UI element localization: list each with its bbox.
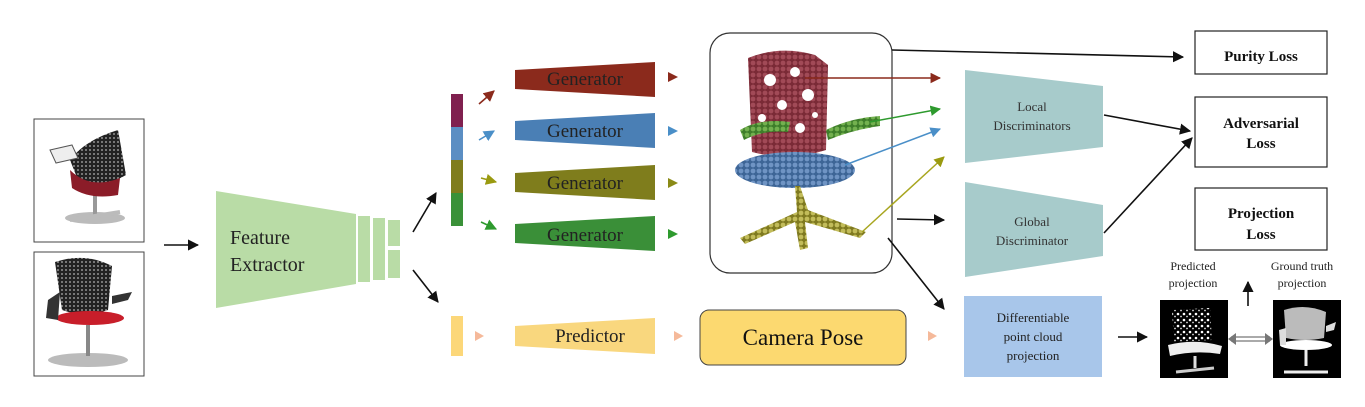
generator-4: Generator (515, 216, 655, 251)
camera-pose-label: Camera Pose (743, 325, 864, 350)
arrow-latent-to-generator-3 (480, 173, 498, 185)
gt-caption-line2: projection (1278, 276, 1327, 290)
feature-extractor-line2: Extractor (230, 254, 305, 276)
projection-module: Differentiable point cloud projection (964, 296, 1102, 377)
adversarial-loss-line1: Adversarial (1223, 116, 1299, 132)
arrow-to-pose-code (412, 269, 439, 303)
predicted-caption-line2: projection (1169, 276, 1218, 290)
feature-extractor-line1: Feature (230, 227, 290, 249)
purity-loss-label: Purity Loss (1224, 49, 1298, 65)
chair-part-3-arrow (844, 127, 941, 166)
generator-3-output-arrow (668, 178, 678, 188)
predictor: Predictor (515, 318, 655, 354)
arrow-to-purity-loss (891, 49, 1185, 63)
predictor-label: Predictor (555, 326, 625, 347)
arrow-to-global-discriminator (896, 214, 946, 226)
local-disc-line1: Local (1017, 99, 1047, 114)
purity-loss-box: Purity Loss (1194, 30, 1328, 75)
projection-loss-box: Projection Loss (1194, 187, 1328, 251)
camera-pose-box: Camera Pose (699, 309, 907, 366)
input-image-top (33, 118, 145, 243)
arrow-pose-to-predictor (475, 331, 484, 341)
global-discriminator: Global Discriminator (965, 182, 1103, 277)
feature-extractor: Feature Extractor (216, 191, 400, 308)
arrow-local-to-adversarial (1103, 114, 1192, 135)
arrow-latent-to-generator-1 (478, 90, 495, 105)
input-image-bottom (33, 251, 145, 377)
generator-1-label: Generator (547, 69, 624, 90)
generator-2-output-arrow (668, 126, 678, 136)
chair-part-2-arrow (869, 105, 942, 123)
adversarial-loss-box: Adversarial Loss (1194, 96, 1328, 168)
global-disc-line2: Discriminator (996, 233, 1069, 248)
arrow-predictor-to-pose (674, 331, 683, 341)
generator-3: Generator (515, 165, 655, 200)
arrow-to-projection (887, 237, 945, 310)
gt-caption-line1: Ground truth (1271, 259, 1333, 273)
chair-part-4-arrow (861, 156, 945, 233)
generator-4-label: Generator (547, 225, 624, 246)
compare-double-arrow (1228, 333, 1273, 345)
point-cloud-chair (709, 32, 893, 274)
arrow-pose-to-projection (928, 331, 937, 341)
generator-1: Generator (515, 62, 655, 97)
projection-loss-line1: Projection (1228, 206, 1295, 222)
predicted-projection-image (1160, 300, 1228, 378)
predicted-caption-line1: Predicted (1170, 259, 1215, 273)
local-discriminators: Local Discriminators (965, 70, 1103, 163)
latent-code-bars (451, 94, 463, 226)
generator-2: Generator (515, 113, 655, 148)
adversarial-loss-line2: Loss (1246, 136, 1275, 152)
pose-code-bar (451, 316, 463, 356)
global-disc-line1: Global (1014, 214, 1050, 229)
local-disc-line2: Discriminators (993, 118, 1070, 133)
ground-truth-projection-image (1273, 300, 1341, 378)
generator-2-label: Generator (547, 121, 624, 142)
projection-loss-line2: Loss (1246, 227, 1275, 243)
projection-line3: projection (1007, 348, 1060, 363)
projection-line1: Differentiable (997, 310, 1070, 325)
projection-line2: point cloud (1004, 329, 1063, 344)
generator-1-output-arrow (668, 72, 678, 82)
arrow-to-latent (412, 192, 437, 233)
generator-4-output-arrow (668, 229, 678, 239)
generator-3-label: Generator (547, 173, 624, 194)
arrow-global-to-adversarial (1103, 137, 1193, 234)
arrow-latent-to-generator-4 (480, 219, 498, 230)
arrow-latent-to-generator-2 (478, 130, 495, 141)
